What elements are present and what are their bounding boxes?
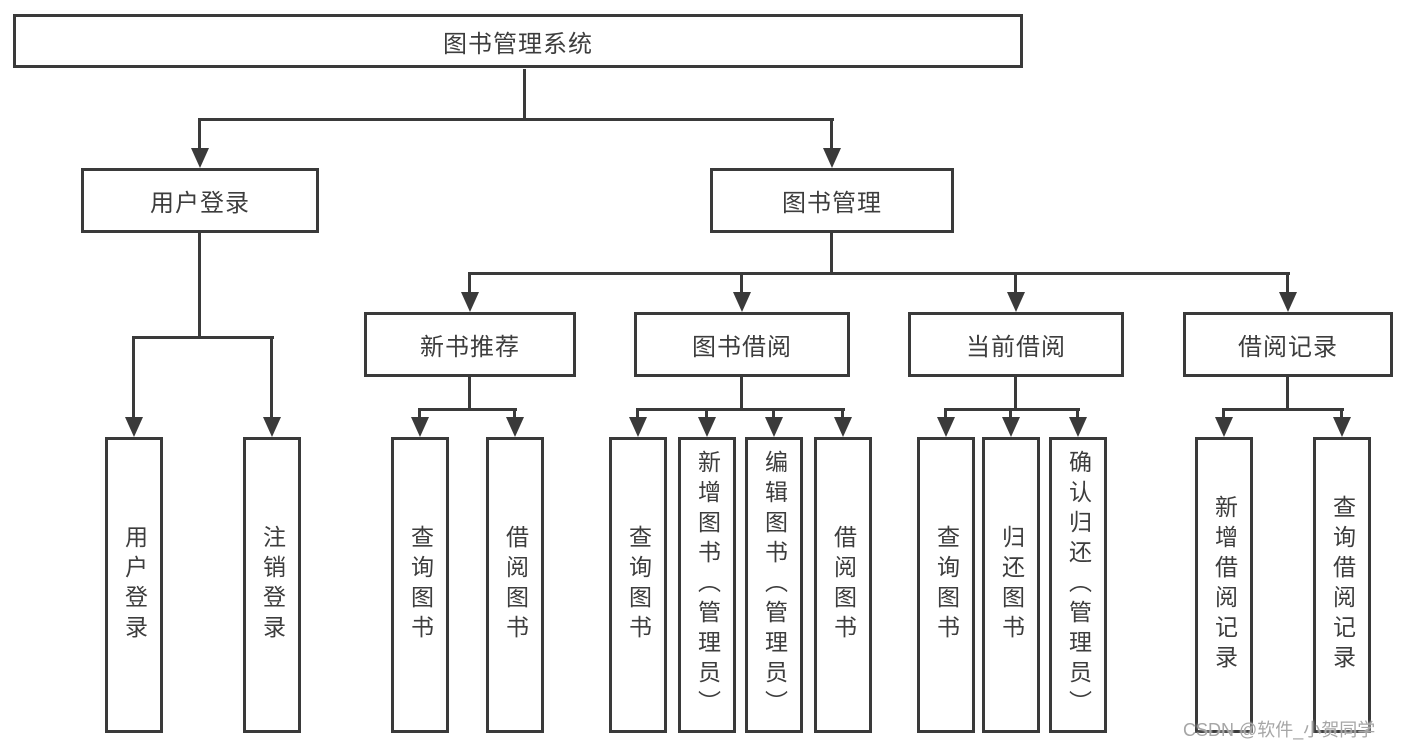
leaf-cb-query-books: 查询图书 <box>917 437 975 733</box>
connector-vline <box>1340 408 1343 421</box>
node-user-login: 用户登录 <box>81 168 319 233</box>
connector-vline <box>830 118 833 152</box>
connector-hline <box>636 408 845 411</box>
connector-vline <box>198 118 201 152</box>
leaf-logout: 注销登录 <box>243 437 301 733</box>
node-root: 图书管理系统 <box>13 14 1023 68</box>
arrowhead-down <box>698 417 716 437</box>
connector-vline <box>1286 377 1289 410</box>
arrowhead-down <box>823 148 841 168</box>
arrowhead-down <box>1279 292 1297 312</box>
connector-vline <box>1014 272 1017 296</box>
connector-hline <box>198 118 834 121</box>
connector-vline <box>468 272 471 296</box>
connector-vline <box>740 377 743 410</box>
arrowhead-down <box>1069 417 1087 437</box>
connector-hline <box>468 272 1290 275</box>
arrowhead-down <box>765 417 783 437</box>
leaf-bb-edit-books-admin: 编辑图书（管理员） <box>745 437 803 733</box>
leaf-nbr-borrow-books: 借阅图书 <box>486 437 544 733</box>
connector-hline <box>944 408 1080 411</box>
arrowhead-down <box>1002 417 1020 437</box>
connector-vline <box>1286 272 1289 296</box>
arrowhead-down <box>1007 292 1025 312</box>
connector-vline <box>198 233 201 336</box>
leaf-bb-add-books-admin: 新增图书（管理员） <box>678 437 736 733</box>
arrowhead-down <box>834 417 852 437</box>
connector-vline <box>468 377 471 410</box>
connector-vline <box>1009 408 1012 421</box>
node-book-management: 图书管理 <box>710 168 954 233</box>
connector-vline <box>1222 408 1225 421</box>
leaf-cb-confirm-return-admin: 确认归还（管理员） <box>1049 437 1107 733</box>
connector-vline <box>841 408 844 421</box>
node-current-borrowing: 当前借阅 <box>908 312 1124 377</box>
connector-vline <box>944 408 947 421</box>
arrowhead-down <box>733 292 751 312</box>
connector-vline <box>270 336 273 421</box>
arrowhead-down <box>506 417 524 437</box>
connector-vline <box>523 69 526 118</box>
connector-vline <box>1076 408 1079 421</box>
leaf-bb-borrow-books: 借阅图书 <box>814 437 872 733</box>
connector-vline <box>705 408 708 421</box>
connector-hline <box>132 336 274 339</box>
leaf-bb-query-books: 查询图书 <box>609 437 667 733</box>
arrowhead-down <box>1333 417 1351 437</box>
connector-hline <box>1222 408 1344 411</box>
connector-vline <box>1014 377 1017 410</box>
csdn-watermark: CSDN @软件_小贺同学 <box>1183 720 1376 740</box>
node-book-borrowing: 图书借阅 <box>634 312 850 377</box>
connector-vline <box>772 408 775 421</box>
connector-vline <box>740 272 743 296</box>
arrowhead-down <box>411 417 429 437</box>
connector-vline <box>513 408 516 421</box>
connector-vline <box>830 233 833 274</box>
leaf-nbr-query-books: 查询图书 <box>391 437 449 733</box>
node-new-book-recommend: 新书推荐 <box>364 312 576 377</box>
node-borrowing-records: 借阅记录 <box>1183 312 1393 377</box>
arrowhead-down <box>629 417 647 437</box>
arrowhead-down <box>461 292 479 312</box>
connector-hline <box>418 408 517 411</box>
leaf-br-add-record: 新增借阅记录 <box>1195 437 1253 733</box>
arrowhead-down <box>1215 417 1233 437</box>
connector-vline <box>418 408 421 421</box>
leaf-br-query-record: 查询借阅记录 <box>1313 437 1371 733</box>
arrowhead-down <box>937 417 955 437</box>
arrowhead-down <box>263 417 281 437</box>
leaf-user-login: 用户登录 <box>105 437 163 733</box>
connector-vline <box>132 336 135 421</box>
arrowhead-down <box>125 417 143 437</box>
arrowhead-down <box>191 148 209 168</box>
connector-vline <box>636 408 639 421</box>
leaf-cb-return-books: 归还图书 <box>982 437 1040 733</box>
